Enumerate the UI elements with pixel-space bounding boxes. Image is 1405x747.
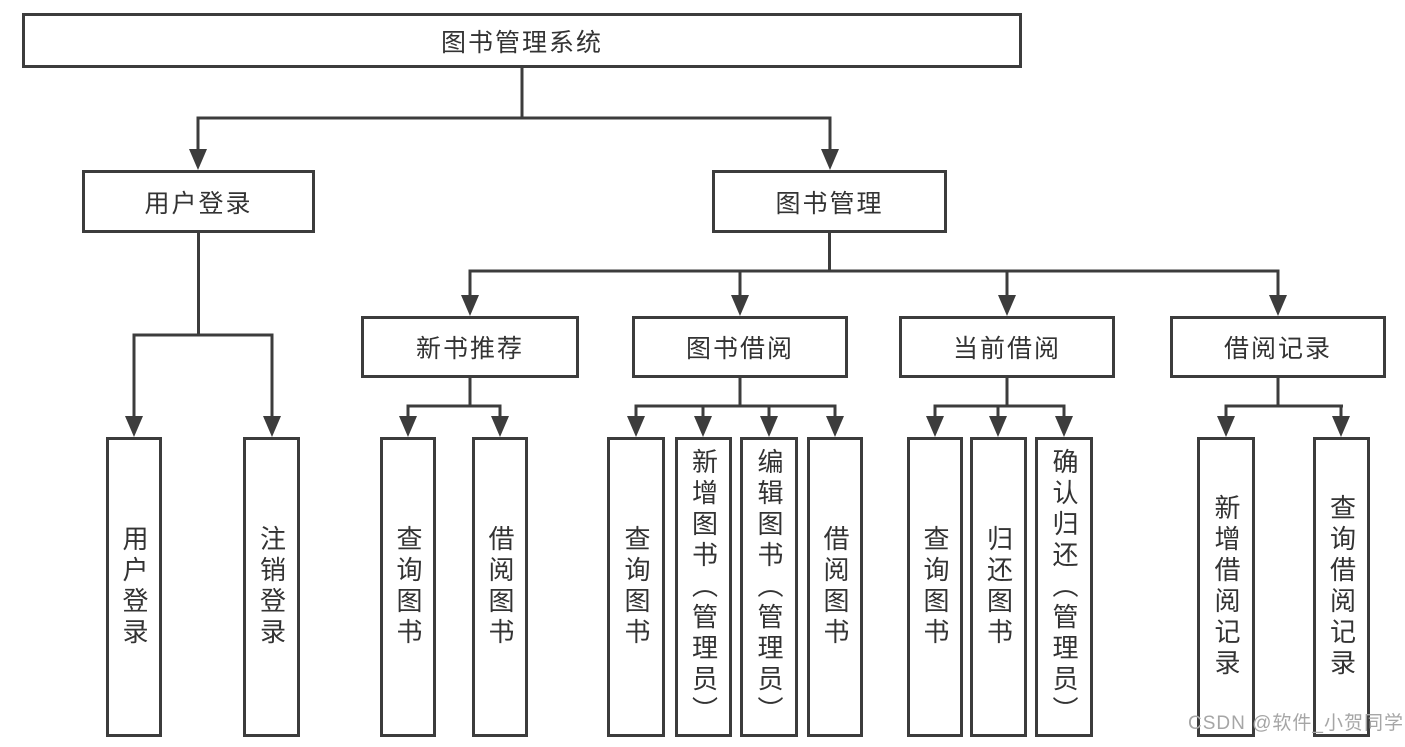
leaf-logout: 注销登录 (243, 437, 300, 737)
node-system-root: 图书管理系统 (22, 13, 1022, 68)
connector-borrow-records-children (1217, 378, 1350, 437)
connector-current-borrow-children (926, 378, 1073, 437)
connector-root-to-level1 (189, 68, 839, 170)
leaf-current-return-books: 归还图书 (970, 437, 1027, 737)
node-user-login: 用户登录 (82, 170, 315, 233)
leaf-borrow-borrow-books: 借阅图书 (807, 437, 863, 737)
leaf-records-query-record: 查询借阅记录 (1313, 437, 1370, 737)
leaf-user-login: 用户登录 (106, 437, 162, 737)
node-book-borrow: 图书借阅 (632, 316, 848, 378)
leaf-current-confirm-return-admin: 确认归还（管理员） (1035, 437, 1093, 737)
connector-book-borrow-children (627, 378, 844, 437)
leaf-borrow-edit-books-admin: 编辑图书（管理员） (740, 437, 798, 737)
connector-book-mgmt-children (461, 233, 1287, 316)
connector-new-book-children (399, 378, 509, 437)
leaf-current-query-books: 查询图书 (907, 437, 963, 737)
node-new-book-recommend: 新书推荐 (361, 316, 579, 378)
node-book-management: 图书管理 (712, 170, 947, 233)
node-borrow-records: 借阅记录 (1170, 316, 1386, 378)
leaf-newbook-borrow-books: 借阅图书 (472, 437, 528, 737)
watermark: CSDN @软件_小贺同学 (1188, 713, 1404, 734)
connector-user-login-children (125, 233, 281, 437)
leaf-newbook-query-books: 查询图书 (380, 437, 436, 737)
leaf-borrow-add-books-admin: 新增图书（管理员） (675, 437, 732, 737)
leaf-records-add-record: 新增借阅记录 (1197, 437, 1255, 737)
node-current-borrow: 当前借阅 (899, 316, 1115, 378)
leaf-borrow-query-books: 查询图书 (607, 437, 665, 737)
